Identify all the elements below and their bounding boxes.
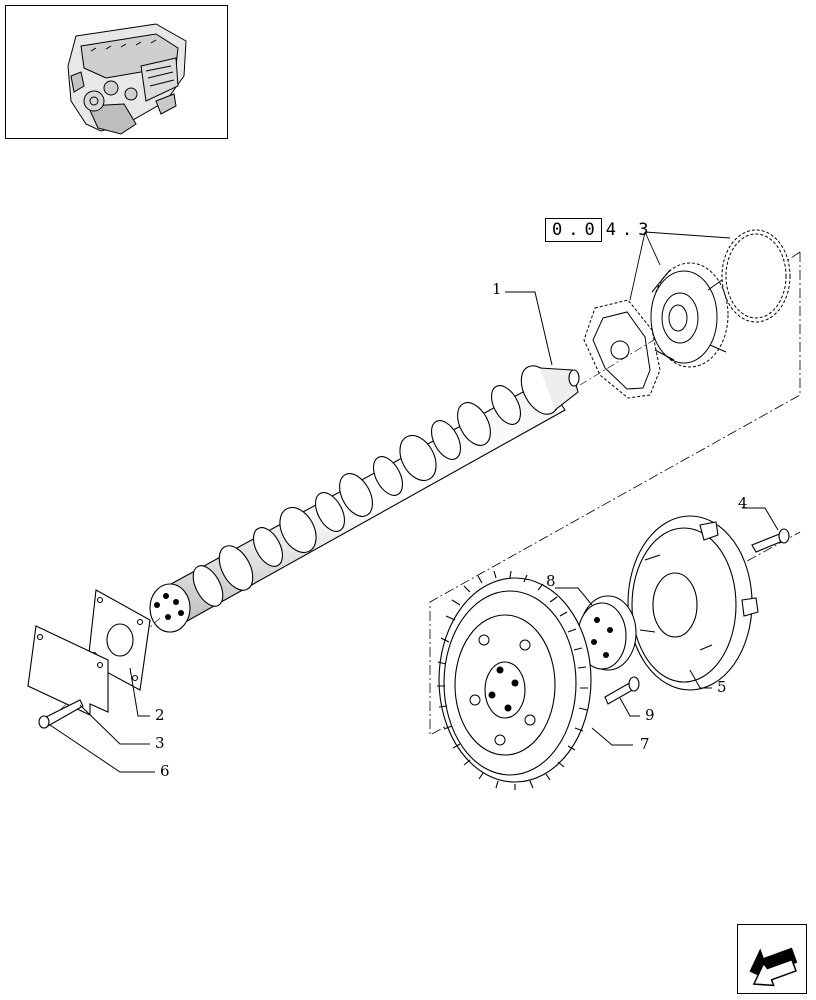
part-3-plate	[27, 625, 109, 716]
callout-leaders	[49, 291, 779, 773]
engine-thumbnail-icon	[67, 23, 187, 135]
callout-5: 5	[717, 678, 727, 696]
next-page-button[interactable]	[737, 924, 807, 994]
callout-7: 7	[640, 735, 650, 753]
front-cover	[650, 262, 729, 368]
reference-code-tail: 4.3	[605, 220, 655, 240]
callout-6: 6	[160, 762, 170, 780]
engine-thumbnail	[5, 5, 228, 139]
assembly-boundary	[429, 251, 801, 736]
part-6-screw	[38, 699, 84, 729]
callout-9: 9	[645, 706, 655, 724]
part-4-screw	[751, 528, 790, 553]
callout-1: 1	[492, 280, 502, 298]
part-9-screw	[604, 676, 640, 705]
reference-code-boxed: 0.0	[545, 218, 602, 242]
next-page-arrow-icon	[749, 947, 798, 987]
callout-8: 8	[546, 572, 556, 590]
cover-gasket	[583, 299, 661, 399]
callout-2: 2	[155, 706, 165, 724]
seal-ring	[721, 229, 791, 323]
part-7-gear	[437, 570, 592, 790]
callout-4: 4	[738, 494, 748, 512]
callout-3: 3	[155, 734, 165, 752]
camshaft	[149, 365, 580, 633]
reference-leaders	[629, 231, 731, 301]
part-5-thrust-plate	[627, 515, 759, 691]
reference-code[interactable]: 0.0 4.3	[545, 218, 654, 242]
